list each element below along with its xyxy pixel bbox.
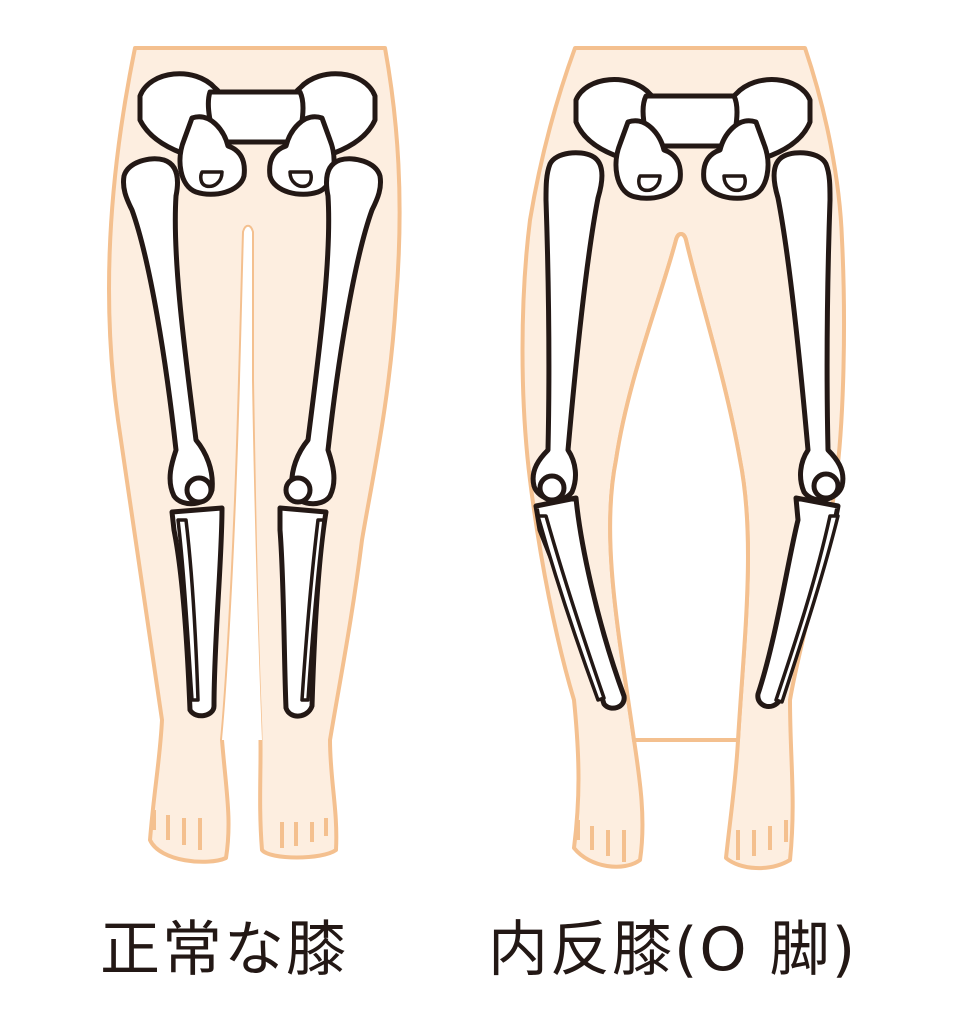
right-leg-gap (608, 232, 750, 742)
caption-varus-knee: 内反膝(O 脚) (488, 915, 858, 985)
left-toes-b (280, 818, 328, 848)
left-toes-a (152, 810, 202, 850)
left-fibula-a (176, 518, 200, 702)
right-femur-a (530, 150, 605, 503)
right-toes-b (736, 820, 788, 860)
left-fibula-b (300, 518, 326, 702)
right-pelvis-hip-right (613, 118, 683, 201)
left-patella-a (184, 475, 214, 505)
right-patella-a (537, 473, 567, 503)
normal-knee-illustration (107, 46, 402, 864)
caption-normal-knee: 正常な膝 (100, 915, 348, 985)
left-obturator-right (199, 170, 224, 189)
left-obturator-left (288, 170, 313, 189)
varus-knee-illustration (520, 46, 846, 871)
right-toes-a (576, 820, 626, 862)
left-leg-gap (222, 226, 262, 740)
right-patella-b (811, 471, 841, 501)
right-fibula-b (774, 514, 840, 704)
right-obturator-right (637, 174, 662, 193)
right-pelvis-hip-left (701, 118, 771, 201)
right-fibula-a (536, 514, 606, 702)
left-pelvis-hip-right (177, 114, 247, 197)
right-obturator-left (722, 174, 747, 193)
right-femur-b (771, 150, 846, 503)
left-patella-b (283, 475, 313, 505)
